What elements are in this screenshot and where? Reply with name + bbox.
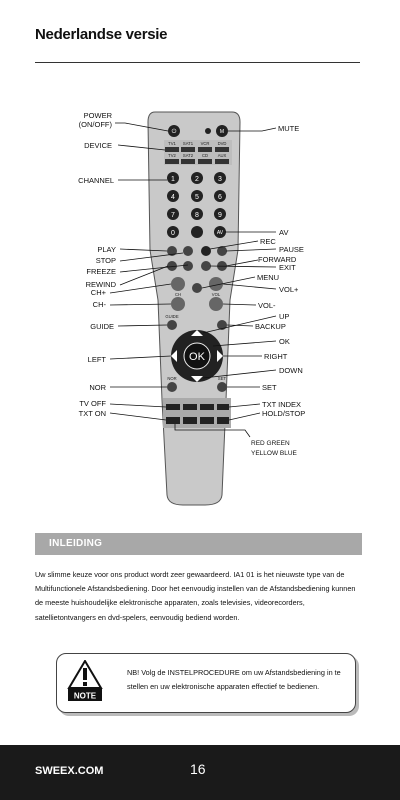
ch-minus-button <box>171 297 185 311</box>
av-key-text: AV <box>217 230 224 236</box>
device-key-sat2: SAT2 <box>183 153 194 158</box>
vol-key-text: VOL <box>212 292 221 297</box>
digit-8: 8 <box>195 212 199 219</box>
label-tv-off: TV OFF <box>79 399 106 408</box>
note-box: NOTE NB! Volg de INSTELPROCEDURE om uw A… <box>56 653 356 713</box>
remote-body <box>147 111 241 506</box>
device-key-cd: CD <box>202 153 208 158</box>
label-ok: OK <box>279 337 290 346</box>
ch-plus-button <box>171 277 185 291</box>
menu-button <box>192 283 202 293</box>
mute-key-glyph: M <box>220 129 224 135</box>
ok-key-text: OK <box>189 351 206 363</box>
note-text: NB! Volg de INSTELPROCEDURE om uw Afstan… <box>127 668 341 691</box>
label-guide: GUIDE <box>90 322 114 331</box>
mute-button <box>216 125 228 137</box>
intro-paragraph: Uw slimme keuze voor ons product wordt z… <box>35 570 356 622</box>
label-power-sub: (ON/OFF) <box>79 120 113 129</box>
number-pad <box>167 172 226 238</box>
digit-5: 5 <box>195 194 199 201</box>
digit-7: 7 <box>171 212 175 219</box>
device-key-vcr: VCR <box>201 141 210 146</box>
guide-key-text: GUIDE <box>165 314 178 319</box>
label-rec: REC <box>260 237 276 246</box>
nav-right-arrow <box>217 350 223 362</box>
device-key-dvd: DVD <box>218 141 227 146</box>
label-right: RIGHT <box>264 352 288 361</box>
label-left: LEFT <box>88 355 107 364</box>
transport-keys <box>167 246 227 271</box>
label-txt-index: TXT INDEX <box>262 400 301 409</box>
digit-1: 1 <box>171 176 175 183</box>
digit-6: 6 <box>218 194 222 201</box>
vol-minus-button <box>209 297 223 311</box>
device-key-tv2: TV2 <box>168 153 176 158</box>
vol-plus-button <box>209 277 223 291</box>
page-title: Nederlandse versie <box>35 26 168 43</box>
label-hold-stop: HOLD/STOP <box>262 409 305 418</box>
digit-2: 2 <box>195 176 199 183</box>
label-forward: FORWARD <box>258 255 297 264</box>
footer-brand: SWEEX.COM <box>35 765 104 777</box>
backup-button <box>217 320 227 330</box>
digit-0: 0 <box>171 230 175 237</box>
digit-4: 4 <box>171 194 175 201</box>
label-stop: STOP <box>96 256 116 265</box>
label-vol-minus: VOL- <box>258 301 276 310</box>
ch-key-text: CH <box>175 292 181 297</box>
label-exit: EXIT <box>279 263 296 272</box>
label-set: SET <box>262 383 277 392</box>
section-heading-bar: INLEIDING <box>35 533 362 555</box>
header-divider <box>35 62 360 63</box>
label-mute: MUTE <box>278 124 299 133</box>
device-key-aux: AUX <box>218 153 227 158</box>
label-up: UP <box>279 312 289 321</box>
power-key-glyph: ⏻ <box>172 128 177 135</box>
label-pause: PAUSE <box>279 245 304 254</box>
set-key-text: SET <box>218 376 227 381</box>
label-colors-1: RED GREEN <box>251 440 290 447</box>
label-channel: CHANNEL <box>78 176 114 185</box>
label-power: POWER <box>84 111 113 120</box>
power-button <box>168 125 180 137</box>
digit-9: 9 <box>218 212 222 219</box>
label-ch-minus: CH- <box>93 300 107 309</box>
label-menu: MENU <box>257 273 279 282</box>
label-txt-on: TXT ON <box>79 409 106 418</box>
label-down: DOWN <box>279 366 303 375</box>
label-freeze: FREEZE <box>86 267 116 276</box>
page-number: 16 <box>190 761 206 777</box>
label-colors-2: YELLOW BLUE <box>251 450 298 457</box>
label-backup: BACKUP <box>255 322 286 331</box>
label-device: DEVICE <box>84 141 112 150</box>
section-heading: INLEIDING <box>49 538 103 549</box>
nor-button <box>167 382 177 392</box>
nav-up-arrow <box>191 330 203 336</box>
nav-down-arrow <box>191 376 203 382</box>
indicator-led <box>205 128 211 134</box>
label-play: PLAY <box>97 245 116 254</box>
label-rewind: REWIND <box>86 280 117 289</box>
device-key-sat1: SAT1 <box>183 141 194 146</box>
note-icon-label: NOTE <box>74 692 97 701</box>
digit-3: 3 <box>218 176 222 183</box>
label-nor: NOR <box>89 383 106 392</box>
set-button <box>217 382 227 392</box>
remote-diagram: ⏻ M TV1 SAT1 VCR DVD TV2 SAT2 CD AUX 1 2… <box>78 111 305 506</box>
teletext-keys <box>163 398 231 428</box>
footer: SWEEX.COM 16 <box>0 745 400 800</box>
label-ch-plus: CH+ <box>91 288 107 297</box>
ok-button <box>183 342 211 370</box>
nav-left-arrow <box>171 350 177 362</box>
device-keys: TV1 SAT1 VCR DVD TV2 SAT2 CD AUX <box>164 140 232 165</box>
warning-icon: NOTE <box>67 660 103 701</box>
nor-key-text: NOR <box>167 376 176 381</box>
label-av: AV <box>279 228 288 237</box>
guide-button <box>167 320 177 330</box>
device-key-tv1: TV1 <box>168 141 176 146</box>
label-vol-plus: VOL+ <box>279 285 299 294</box>
